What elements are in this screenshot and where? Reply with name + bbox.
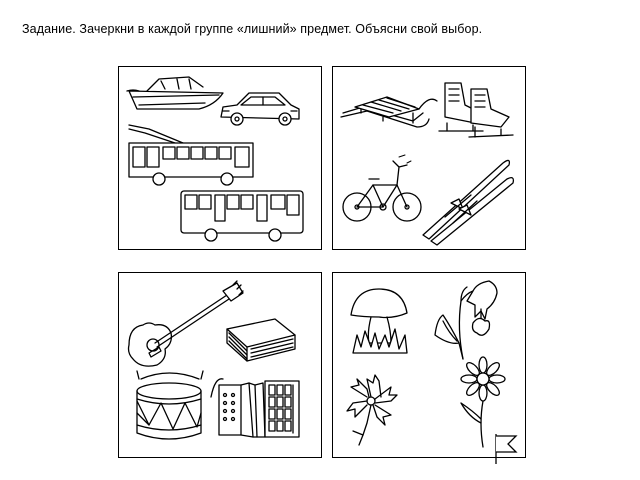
- guitar-icon[interactable]: [129, 281, 244, 366]
- group-music[interactable]: [118, 272, 322, 458]
- bus-icon[interactable]: [181, 191, 303, 241]
- skis-icon[interactable]: [423, 160, 513, 245]
- book-icon[interactable]: [227, 319, 295, 361]
- bellflower-icon[interactable]: [435, 281, 497, 359]
- flag-icon: [492, 432, 522, 466]
- bicycle-icon[interactable]: [343, 155, 421, 221]
- car-icon[interactable]: [221, 93, 299, 125]
- sled-icon[interactable]: [341, 97, 437, 127]
- trolleybus-icon[interactable]: [129, 125, 253, 185]
- chamomile-icon[interactable]: [461, 357, 505, 447]
- boat-icon[interactable]: [127, 77, 223, 109]
- drum-icon[interactable]: [137, 371, 203, 439]
- task-instruction: Задание. Зачеркни в каждой группе «лишни…: [22, 22, 483, 36]
- cornflower-icon[interactable]: [347, 375, 397, 445]
- skates-icon[interactable]: [439, 83, 513, 137]
- mushroom-icon[interactable]: [351, 289, 407, 353]
- group-plants[interactable]: [332, 272, 526, 458]
- accordion-icon[interactable]: [211, 379, 299, 437]
- group-transport[interactable]: [118, 66, 322, 250]
- group-winter-sport[interactable]: [332, 66, 526, 250]
